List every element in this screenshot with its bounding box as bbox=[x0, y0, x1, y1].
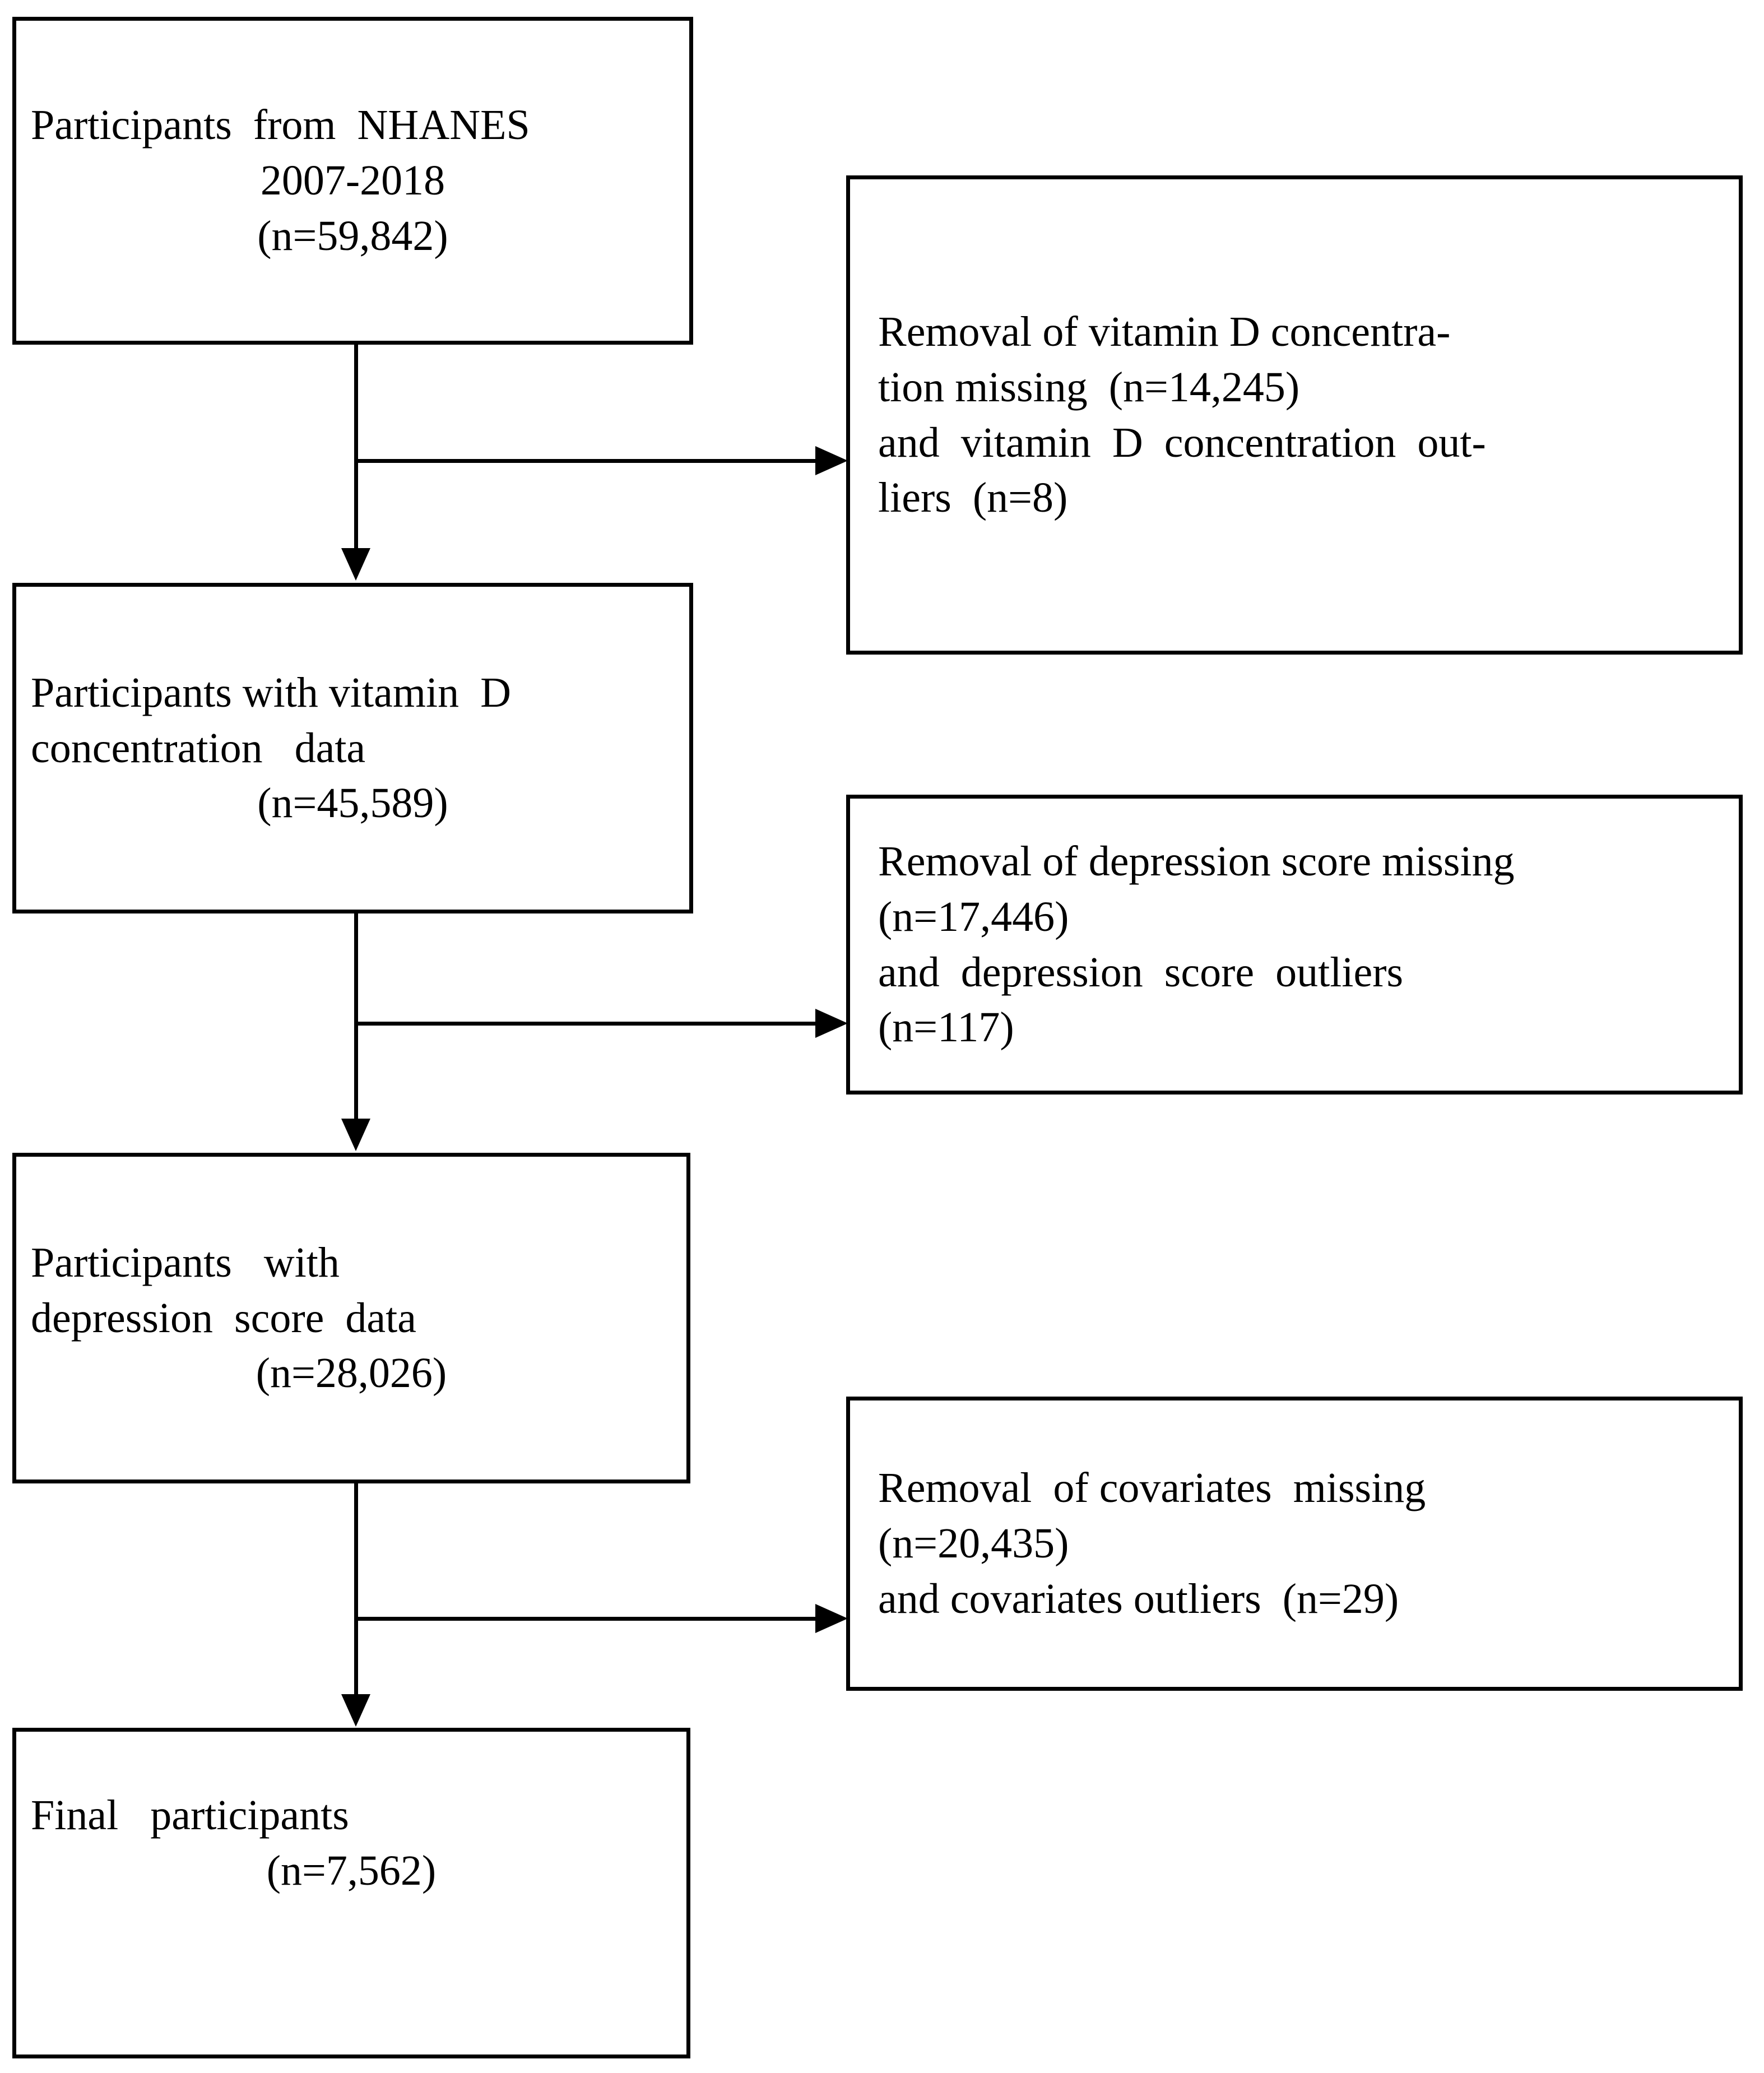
flow-node-vitd-line-2: concentration data bbox=[31, 724, 366, 772]
flow-exclusion-vitd-line-1: Removal of vitamin D concentra- bbox=[878, 308, 1451, 355]
flow-node-depression-line-3: (n=28,026) bbox=[256, 1349, 447, 1397]
flow-exclusion-depression-line-2: (n=17,446) bbox=[878, 893, 1069, 940]
flow-exclusion-vitd-line-2: tion missing (n=14,245) bbox=[878, 363, 1300, 411]
connector-horizontal-3 bbox=[354, 1617, 819, 1621]
flow-exclusion-depression-line-4: (n=117) bbox=[878, 1004, 1014, 1051]
flow-node-depression: Participants with depression score data … bbox=[12, 1153, 690, 1483]
flow-node-vitd: Participants with vitamin D concentratio… bbox=[12, 583, 693, 913]
flow-exclusion-covariates-line-1: Removal of covariates missing bbox=[878, 1464, 1426, 1512]
flow-node-final: Final participants (n=7,562) bbox=[12, 1728, 690, 2058]
flow-exclusion-vitd-line-3: and vitamin D concentration out- bbox=[878, 419, 1486, 466]
connector-vertical-2 bbox=[354, 913, 358, 1120]
flow-node-vitd-text: Participants with vitamin D concentratio… bbox=[16, 665, 689, 831]
flow-node-source-text: Participants from NHANES 2007-2018 (n=59… bbox=[16, 98, 689, 263]
flow-exclusion-covariates-text: Removal of covariates missing (n=20,435)… bbox=[850, 1460, 1739, 1626]
flow-exclusion-vitd: Removal of vitamin D concentra- tion mis… bbox=[846, 175, 1743, 655]
connector-horizontal-2 bbox=[354, 1022, 819, 1026]
flow-node-source-line-3: (n=59,842) bbox=[257, 212, 448, 259]
flow-node-source-line-2: 2007-2018 bbox=[260, 157, 445, 205]
connector-vertical-1 bbox=[354, 345, 358, 549]
flow-node-final-line-1: Final participants bbox=[31, 1792, 349, 1839]
arrow-right-2 bbox=[815, 1009, 848, 1038]
arrow-down-1 bbox=[341, 548, 370, 581]
flow-node-source-line-1: Participants from NHANES bbox=[31, 101, 530, 149]
flow-exclusion-covariates-line-2: (n=20,435) bbox=[878, 1520, 1069, 1567]
flow-node-depression-line-2: depression score data bbox=[31, 1294, 416, 1342]
flow-node-final-text: Final participants (n=7,562) bbox=[16, 1788, 686, 1899]
flow-node-depression-line-1: Participants with bbox=[31, 1239, 340, 1286]
arrow-right-1 bbox=[815, 446, 848, 475]
flow-exclusion-depression-text: Removal of depression score missing (n=1… bbox=[850, 834, 1739, 1055]
flow-node-source: Participants from NHANES 2007-2018 (n=59… bbox=[12, 17, 693, 345]
arrow-right-3 bbox=[815, 1604, 848, 1633]
flow-exclusion-depression-line-3: and depression score outliers bbox=[878, 948, 1404, 996]
arrow-down-2 bbox=[341, 1119, 370, 1151]
flow-node-depression-text: Participants with depression score data … bbox=[16, 1235, 686, 1401]
connector-vertical-3 bbox=[354, 1483, 358, 1695]
flow-node-vitd-line-1: Participants with vitamin D bbox=[31, 669, 512, 716]
connector-horizontal-1 bbox=[354, 459, 819, 463]
flow-exclusion-covariates-line-3: and covariates outliers (n=29) bbox=[878, 1575, 1399, 1622]
arrow-down-3 bbox=[341, 1694, 370, 1727]
flow-exclusion-depression-line-1: Removal of depression score missing bbox=[878, 837, 1515, 885]
flow-exclusion-vitd-text: Removal of vitamin D concentra- tion mis… bbox=[850, 304, 1739, 526]
flow-node-final-line-2: (n=7,562) bbox=[266, 1847, 437, 1894]
flow-node-vitd-line-3: (n=45,589) bbox=[257, 780, 448, 827]
flow-exclusion-depression: Removal of depression score missing (n=1… bbox=[846, 795, 1743, 1095]
flow-exclusion-vitd-line-4: liers (n=8) bbox=[878, 474, 1068, 522]
flow-exclusion-covariates: Removal of covariates missing (n=20,435)… bbox=[846, 1397, 1743, 1691]
